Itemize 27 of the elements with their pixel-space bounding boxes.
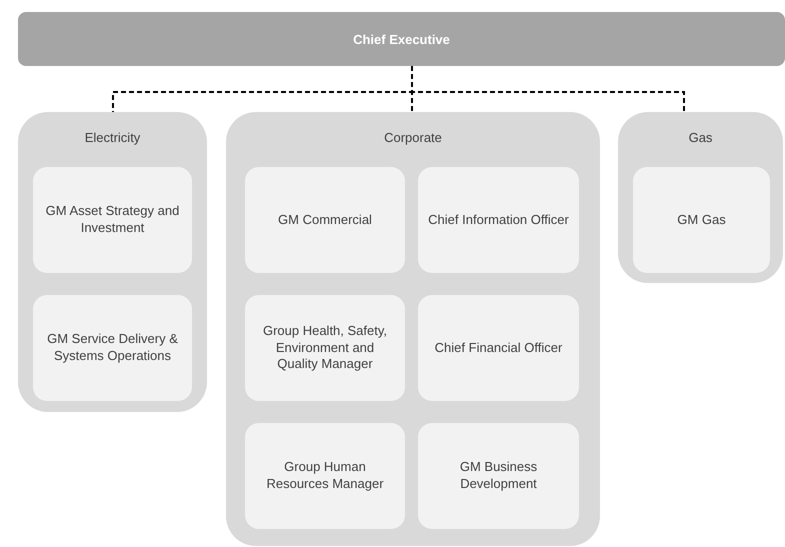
role-text: Group Health, Safety, Environment and Quality Manager xyxy=(262,322,388,374)
role-box xyxy=(33,295,192,401)
group-panel xyxy=(18,112,207,412)
role-text: GM Service Delivery & Systems Operations xyxy=(46,331,179,365)
title-bar xyxy=(18,12,785,66)
role-text: Chief Financial Officer xyxy=(434,340,562,356)
role-text: Group Human Resources Manager xyxy=(265,459,385,493)
connector-line xyxy=(411,66,685,112)
role-box xyxy=(33,167,192,273)
role-box xyxy=(418,167,579,273)
role-text: GM Asset Strategy and Investment xyxy=(44,203,180,237)
role-text: GM Commercial xyxy=(278,212,372,228)
role-text: GM Gas xyxy=(677,212,726,228)
group-heading: Corporate xyxy=(384,130,442,145)
group-panel xyxy=(226,112,600,546)
role-box xyxy=(245,167,405,273)
role-box xyxy=(418,295,579,401)
group-heading: Electricity xyxy=(84,130,140,145)
role-box xyxy=(245,295,405,401)
group-heading: Gas xyxy=(688,130,712,145)
role-text: GM Business Development xyxy=(458,459,538,493)
group-panel xyxy=(618,112,783,283)
role-box xyxy=(418,423,579,529)
role-box xyxy=(245,423,405,529)
role-text: Chief Information Officer xyxy=(428,212,569,228)
title-text: Chief Executive xyxy=(353,32,450,46)
role-box xyxy=(633,167,770,273)
